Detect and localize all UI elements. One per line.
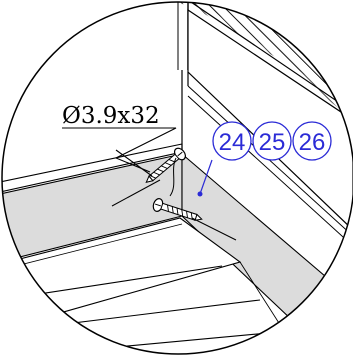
guide-line xyxy=(111,179,161,207)
label-leader-line xyxy=(62,127,177,173)
callout-leader-line xyxy=(199,159,213,195)
part-callout-25: 25 xyxy=(252,121,292,161)
callout-leader-dot xyxy=(197,191,203,197)
guide-curve xyxy=(169,157,177,197)
part-callout-26: 26 xyxy=(292,121,332,161)
wood-screw-icon xyxy=(145,147,187,184)
part-number-25: 25 xyxy=(259,129,286,156)
guide-line xyxy=(191,217,237,241)
part-number-26: 26 xyxy=(299,129,326,156)
part-callout-24: 24 xyxy=(212,121,252,161)
screw-spec-label: Ø3.9x32 xyxy=(62,103,160,129)
part-number-24: 24 xyxy=(219,129,246,156)
side-panel xyxy=(187,8,353,232)
